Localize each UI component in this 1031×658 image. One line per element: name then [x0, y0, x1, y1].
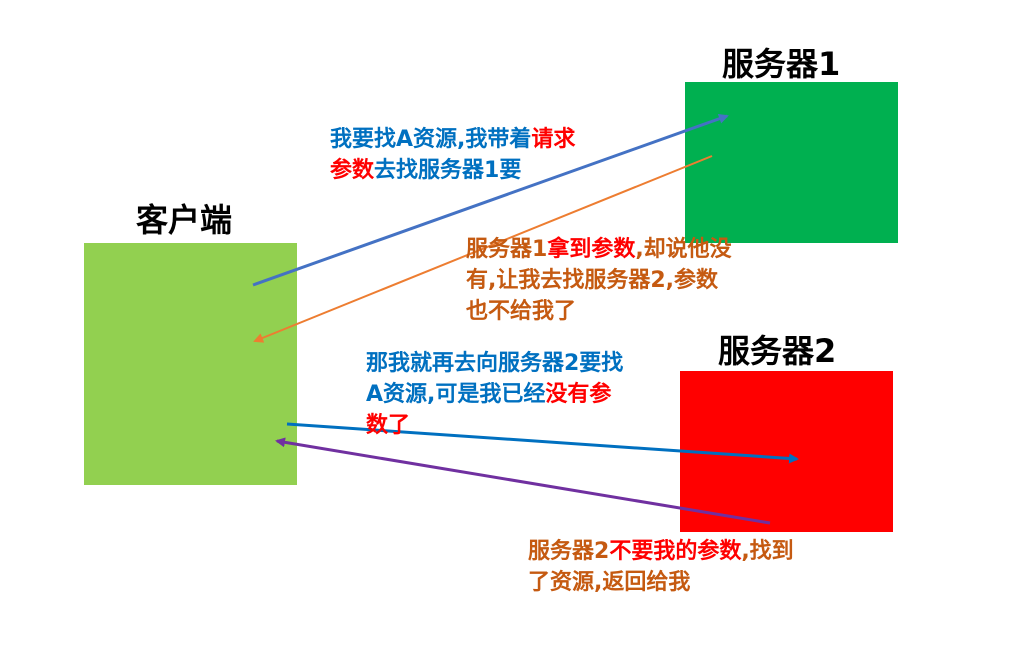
msg2-line1-text-a: 服务器1 — [466, 237, 548, 262]
msg2-line2: 有,让我去找服务器2,参数 — [466, 268, 719, 293]
server1-title: 服务器1 — [722, 45, 841, 83]
msg4-line2: 了资源,返回给我 — [528, 570, 691, 595]
client-title: 客户端 — [136, 201, 233, 239]
msg1-line1-text: 我要找A资源,我带着 — [330, 127, 532, 152]
msg4-line1-text-c: ,找到 — [741, 539, 794, 564]
msg3-line2-highlight: 没有参 — [545, 382, 612, 407]
message-server1-response: 服务器1拿到参数,却说他没 有,让我去找服务器2,参数 也不给我了 — [466, 234, 732, 327]
msg3-line1: 那我就再去向服务器2要找 — [366, 351, 624, 376]
msg4-line1-text-a: 服务器2 — [528, 539, 610, 564]
msg3-line2-text: A资源,可是我已经 — [366, 382, 546, 407]
server1-box — [685, 82, 898, 243]
msg2-line1-highlight: 拿到参数 — [547, 237, 636, 262]
message-request-server1: 我要找A资源,我带着请求 参数去找服务器1要 — [330, 124, 575, 186]
msg3-line3: 数了 — [366, 413, 411, 438]
msg1-line2-text: 去找服务器1要 — [374, 158, 522, 183]
msg1-line1-highlight: 请求 — [531, 127, 576, 152]
msg2-line3: 也不给我了 — [466, 299, 577, 324]
msg2-line1-text-c: ,却说他没 — [635, 237, 732, 262]
msg1-line2-highlight: 参数 — [330, 158, 375, 183]
server2-title: 服务器2 — [718, 332, 837, 370]
msg4-line1-highlight: 不要我的参数 — [609, 539, 742, 564]
message-server2-response: 服务器2不要我的参数,找到 了资源,返回给我 — [528, 536, 794, 598]
message-request-server2: 那我就再去向服务器2要找 A资源,可是我已经没有参 数了 — [366, 348, 623, 441]
server2-box — [680, 371, 893, 532]
client-box — [84, 243, 297, 485]
